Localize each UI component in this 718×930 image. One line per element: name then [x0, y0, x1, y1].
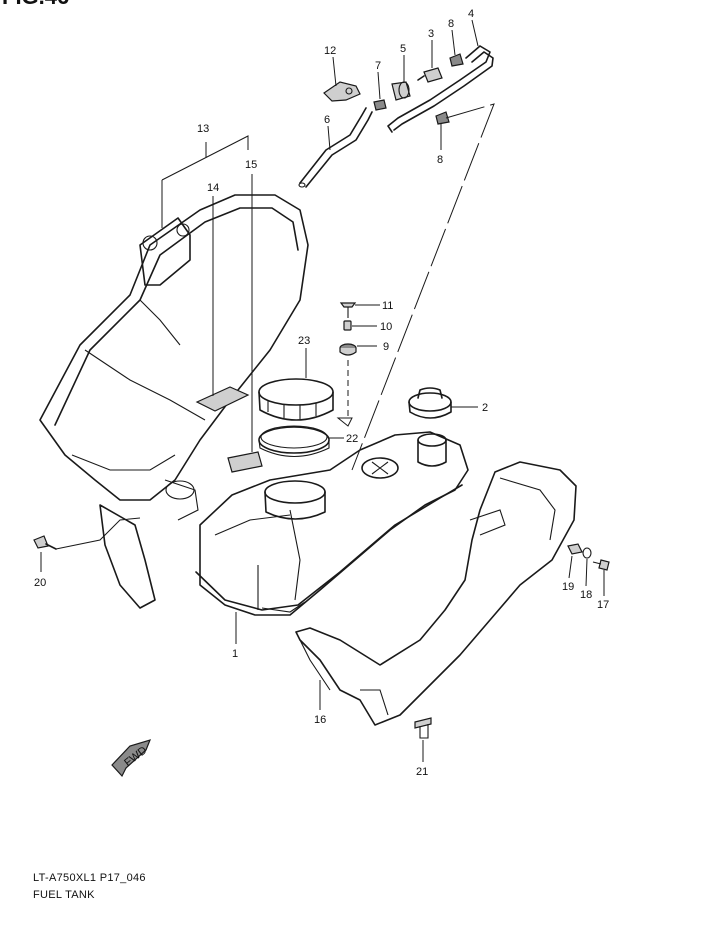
part-12-bracket [323, 81, 361, 102]
part-21-rivet [414, 717, 432, 739]
part-8-clamp-lower [435, 111, 450, 125]
part-14-pad [195, 386, 250, 412]
part-11-bolt [339, 302, 357, 318]
callout-18: 18 [580, 589, 592, 601]
part-9-grommet [339, 343, 357, 356]
callout-19: 19 [562, 581, 574, 593]
part-13-tank-cover [39, 194, 309, 609]
callout-labels: 4 8 3 5 12 7 6 8 13 14 15 11 10 9 23 2 2… [34, 8, 609, 778]
callout-21: 21 [416, 766, 428, 778]
drawing-code: LT-A750XL1 P17_046 [33, 872, 146, 884]
callout-23: 23 [298, 335, 310, 347]
callout-1: 1 [232, 648, 238, 660]
part-22-gasket [258, 425, 330, 457]
part-19-collar [567, 543, 583, 555]
part-2-fuel-cap [408, 387, 452, 419]
callout-12: 12 [324, 45, 336, 57]
callout-17: 17 [597, 599, 609, 611]
part-5-valve [391, 81, 411, 101]
part-16-side-cover [295, 461, 577, 726]
callout-9: 9 [383, 341, 389, 353]
part-8-clamp-upper [449, 53, 464, 67]
callout-2: 2 [482, 402, 488, 414]
callout-13: 13 [197, 123, 209, 135]
callout-4: 4 [468, 8, 474, 20]
part-1-fuel-tank [195, 431, 469, 616]
callout-5: 5 [400, 43, 406, 55]
part-20-bolt [33, 535, 57, 550]
callout-8-lower: 8 [437, 154, 443, 166]
callout-22: 22 [346, 433, 358, 445]
leader-lines [40, 19, 605, 762]
callout-6: 6 [324, 114, 330, 126]
figure-title: FIG.46 [2, 0, 69, 10]
part-7-clamp [373, 99, 387, 111]
fwd-arrow-icon: FWD [111, 739, 152, 778]
callout-14: 14 [207, 182, 219, 194]
part-23-pump-ring-nut [258, 378, 334, 421]
callout-8-upper: 8 [448, 18, 454, 30]
callout-3: 3 [428, 28, 434, 40]
part-3-fitting [417, 67, 443, 83]
callout-7: 7 [375, 60, 381, 72]
figure-name: FUEL TANK [33, 889, 95, 901]
callout-15: 15 [245, 159, 257, 171]
callout-11: 11 [382, 300, 393, 312]
part-4-hose [387, 45, 494, 133]
part-10-collar [343, 320, 352, 331]
callout-10: 10 [380, 321, 392, 333]
part-18-washer [582, 547, 592, 559]
callout-20: 20 [34, 577, 46, 589]
part-6-breather-hose [298, 107, 373, 188]
callout-16: 16 [314, 714, 326, 726]
part-17-bolt [592, 559, 610, 571]
part-15-cushion [227, 451, 263, 473]
